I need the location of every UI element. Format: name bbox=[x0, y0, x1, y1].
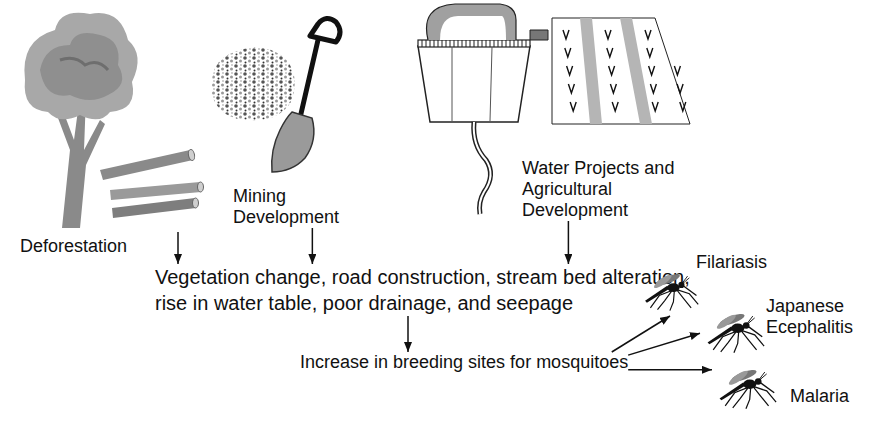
node-label: Increase in breeding sites for mosquitoe… bbox=[300, 352, 628, 373]
breeding-sites-node: Increase in breeding sites for mosquitoe… bbox=[300, 352, 628, 373]
water-agri-label-node: Water Projects and Agricultural Developm… bbox=[522, 158, 682, 221]
filariasis-node: Filariasis bbox=[638, 252, 766, 316]
mining-label-node: Mining Development bbox=[233, 186, 348, 228]
arrow-connector bbox=[628, 369, 712, 371]
node-label: Japanese Ecephalitis bbox=[766, 296, 866, 338]
node-label: Filariasis bbox=[696, 252, 767, 273]
mining-drawing bbox=[211, 18, 340, 172]
arrow-connector bbox=[177, 232, 179, 264]
arrow-connector bbox=[628, 333, 700, 355]
arrow-connector bbox=[312, 228, 314, 264]
arrow-connector bbox=[612, 316, 670, 352]
effects-node: Vegetation change, road construction, st… bbox=[155, 264, 715, 316]
logs-drawing bbox=[100, 149, 204, 218]
mosquito-icon bbox=[700, 312, 766, 354]
node-label: Deforestation bbox=[20, 236, 127, 257]
mosquito-icon bbox=[712, 368, 778, 410]
node-label: Malaria bbox=[790, 386, 849, 407]
arrow-connector bbox=[568, 221, 570, 264]
node-label: Water Projects and Agricultural Developm… bbox=[522, 158, 682, 221]
mosquito-icon bbox=[638, 272, 700, 312]
arrow-connector bbox=[407, 316, 409, 352]
node-label: Vegetation change, road construction, st… bbox=[155, 264, 715, 316]
japanese-encephalitis-node: Japanese Ecephalitis bbox=[700, 296, 870, 358]
malaria-node: Malaria bbox=[712, 360, 852, 410]
deforestation-group: Deforestation bbox=[15, 10, 210, 232]
node-label: Mining Development bbox=[233, 186, 348, 228]
